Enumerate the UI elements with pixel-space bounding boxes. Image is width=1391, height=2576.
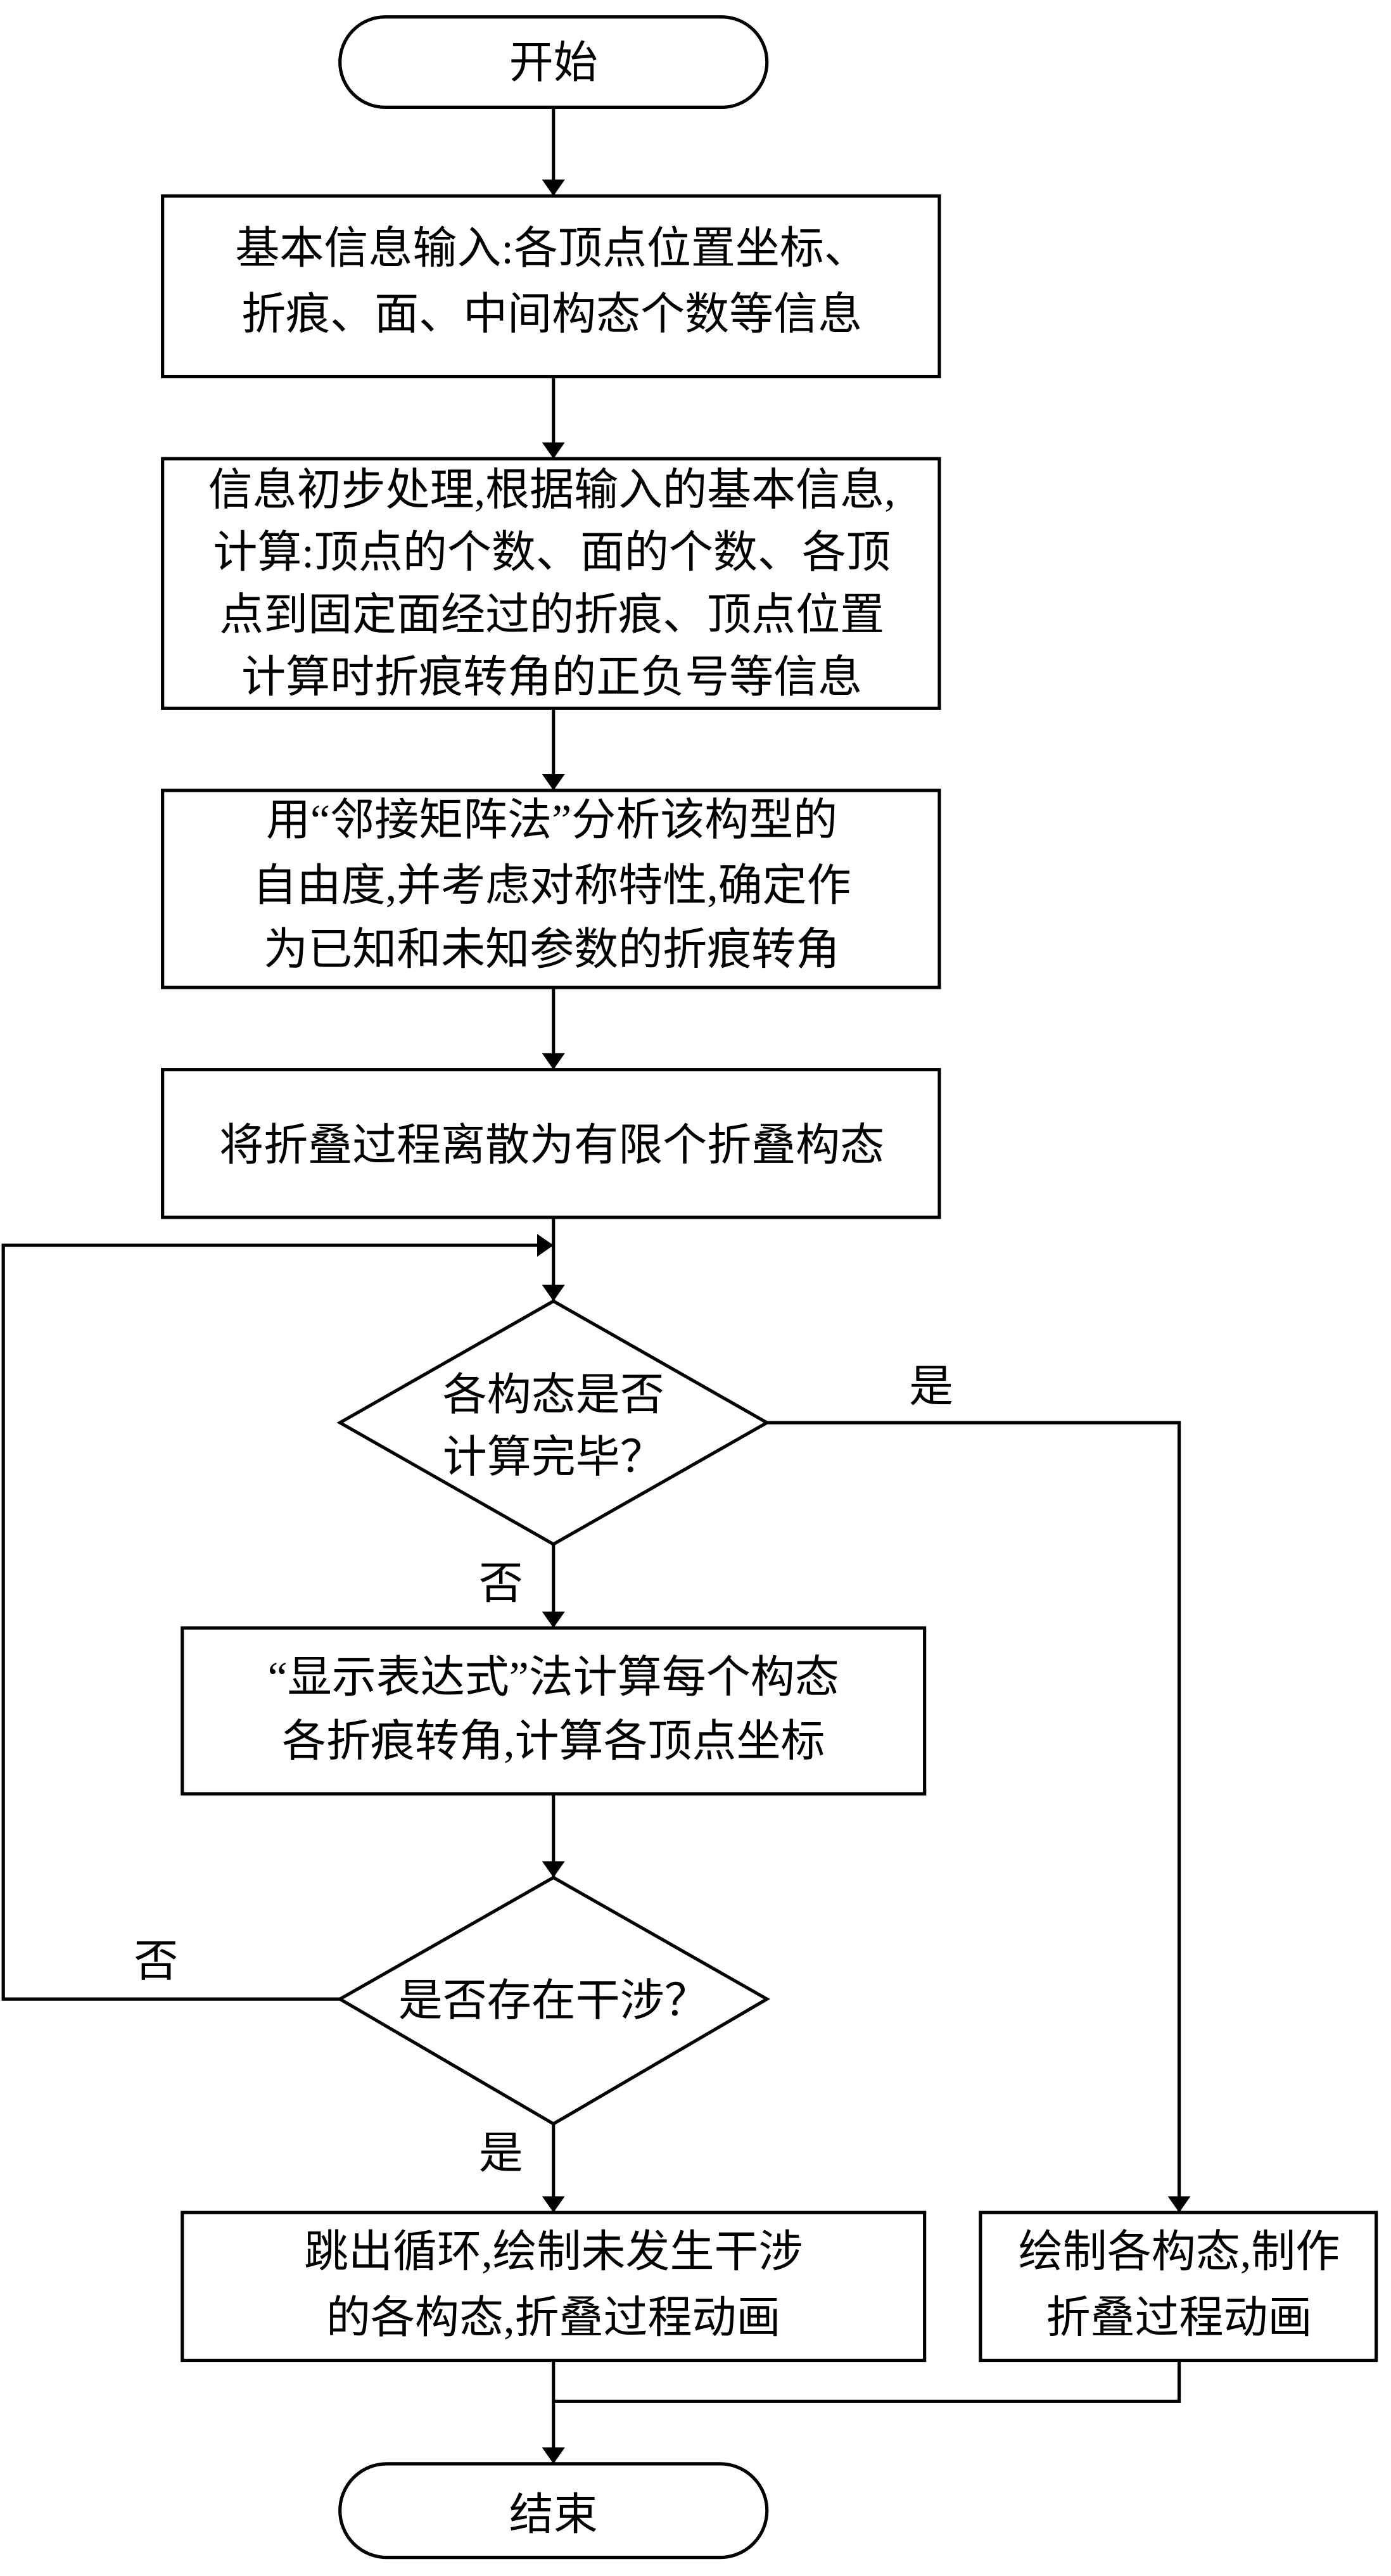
start-terminal: 开始 <box>338 15 769 109</box>
input-line-1: 基本信息输入:各顶点位置坐标、 <box>235 225 868 274</box>
draw-all-box: 绘制各构态,制作 折叠过程动画 <box>979 2211 1378 2363</box>
label-interference-no: 否 <box>134 1938 178 1986</box>
label-done-no: 否 <box>479 1560 523 1609</box>
preprocess-line-4: 计算时折痕转角的正负号等信息 <box>241 653 862 702</box>
start-label: 开始 <box>509 39 598 88</box>
draw-all-line-1: 绘制各构态,制作 <box>1019 2228 1340 2277</box>
preprocess-line-3: 点到固定面经过的折痕、顶点位置 <box>219 591 884 640</box>
break-line-2: 的各构态,折叠过程动画 <box>326 2294 781 2342</box>
decision-interference: 是否存在干涉？ <box>336 1875 770 2126</box>
label-interference-yes: 是 <box>479 2129 523 2178</box>
merge-line <box>553 2360 1181 2403</box>
end-label: 结束 <box>509 2491 598 2540</box>
compute-line-1: “显示表达式”法计算每个构态 <box>268 1653 839 1702</box>
compute-line-2: 各折痕转角,计算各顶点坐标 <box>282 1717 825 1766</box>
input-line-2: 折痕、面、中间构态个数等信息 <box>241 290 862 339</box>
arrow-yes-to-draw-all <box>766 1421 1191 2213</box>
end-terminal: 结束 <box>338 2462 769 2560</box>
decision-all-done: 各构态是否 计算完毕？ <box>336 1299 771 1546</box>
decision-interference-line-1: 是否存在干涉？ <box>398 1977 709 2026</box>
break-box: 跳出循环,绘制未发生干涉 的各构态,折叠过程动画 <box>181 2211 927 2363</box>
decision-all-done-line-1: 各构态是否 <box>443 1371 664 1419</box>
preprocess-line-1: 信息初步处理,根据输入的基本信息, <box>208 466 896 515</box>
connectors <box>1 107 1191 2464</box>
draw-all-line-2: 折叠过程动画 <box>1046 2294 1312 2342</box>
discretize-box: 将折叠过程离散为有限个折叠构态 <box>161 1068 941 1219</box>
dof-line-2: 自由度,并考虑对称特性,确定作 <box>253 862 851 911</box>
label-done-yes: 是 <box>909 1362 953 1411</box>
input-box: 基本信息输入:各顶点位置坐标、 折痕、面、中间构态个数等信息 <box>161 194 941 379</box>
break-line-1: 跳出循环,绘制未发生干涉 <box>304 2228 803 2277</box>
dof-line-3: 为已知和未知参数的折痕转角 <box>264 926 840 975</box>
discretize-line-1: 将折叠过程离散为有限个折叠构态 <box>219 1121 884 1170</box>
dof-box: 用“邻接矩阵法”分析该构型的 自由度,并考虑对称特性,确定作 为已知和未知参数的… <box>161 789 941 989</box>
preprocess-box: 信息初步处理,根据输入的基本信息, 计算:顶点的个数、面的个数、各顶 点到固定面… <box>161 457 941 710</box>
decision-all-done-line-2: 计算完毕？ <box>443 1433 664 1482</box>
dof-line-1: 用“邻接矩阵法”分析该构型的 <box>266 796 837 845</box>
compute-box: “显示表达式”法计算每个构态 各折痕转角,计算各顶点坐标 <box>181 1626 927 1796</box>
preprocess-line-2: 计算:顶点的个数、面的个数、各顶 <box>213 528 890 577</box>
loop-back-arrow <box>1 1233 554 2001</box>
